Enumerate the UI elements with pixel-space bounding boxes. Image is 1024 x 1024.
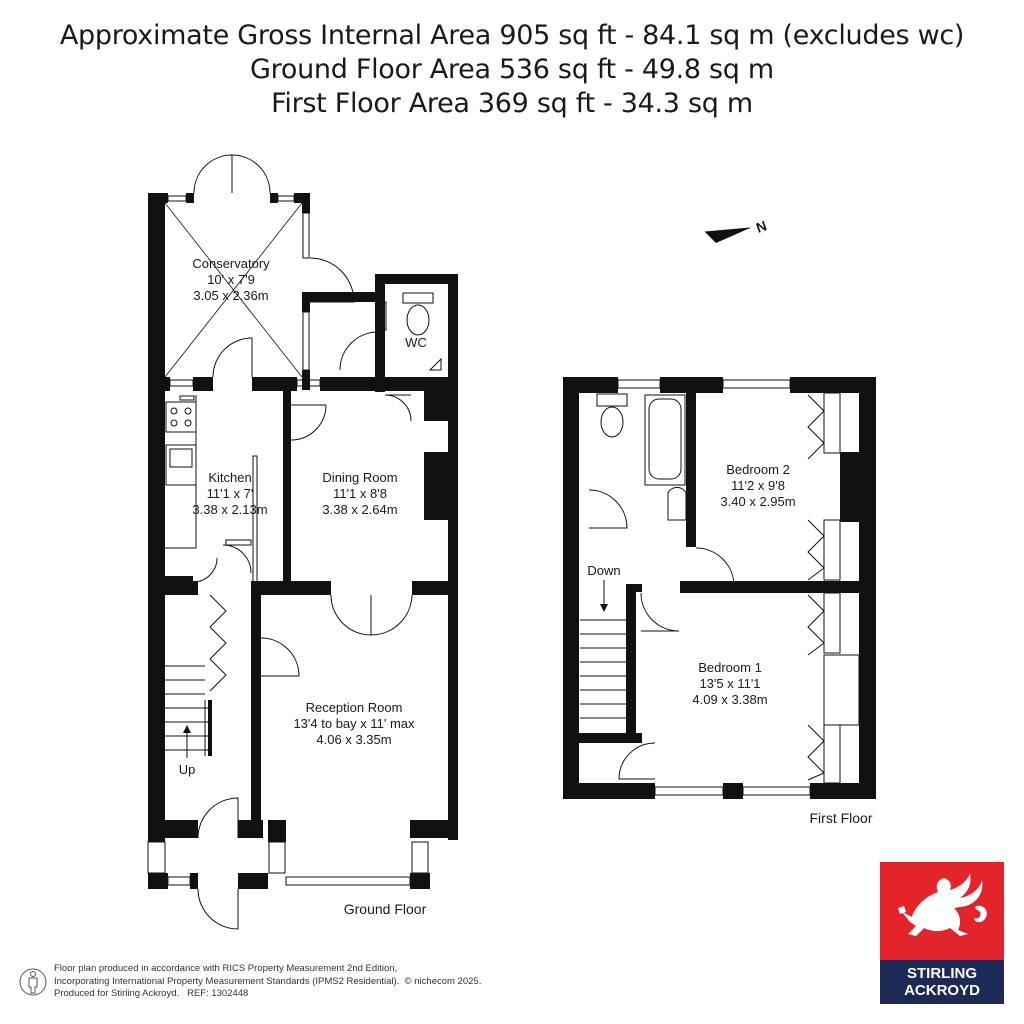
svg-text:Dining Room: Dining Room <box>322 470 397 485</box>
footer-notes: Floor plan produced in accordance with R… <box>54 963 481 1001</box>
bedroom-2-label: Bedroom 2 11'2 x 9'8 3.40 x 2.95m <box>720 462 795 509</box>
kitchen-label: Kitchen 11'1 x 7' 3.38 x 2.13m <box>192 470 267 517</box>
svg-text:13'5 x 11'1: 13'5 x 11'1 <box>699 676 760 691</box>
stairs-up-label: Up <box>179 762 196 777</box>
footer-ref: REF: 1302448 <box>187 988 249 999</box>
logo-navy-panel: STIRLING ACKROYD <box>880 960 1004 1004</box>
footer-line-1: Floor plan produced in accordance with R… <box>54 963 398 974</box>
compass-north-label: N <box>754 217 769 235</box>
svg-text:4.06 x 3.35m: 4.06 x 3.35m <box>316 732 391 747</box>
conservatory-label: Conservatory 10' x 7'9 3.05 x 2.36m <box>192 256 270 303</box>
svg-text:13'4 to bay x 11' max: 13'4 to bay x 11' max <box>293 716 415 731</box>
wall <box>148 193 168 203</box>
svg-text:3.40 x 2.95m: 3.40 x 2.95m <box>720 494 795 509</box>
logo-text-ackroyd: ACKROYD <box>904 982 980 999</box>
first-floor-plan <box>563 377 876 799</box>
first-floor-label: First Floor <box>810 810 873 826</box>
ground-floor-label: Ground Floor <box>344 901 427 917</box>
bedroom-1-label: Bedroom 1 13'5 x 11'1 4.09 x 3.38m <box>692 660 767 707</box>
person-icon <box>19 968 47 996</box>
north-compass: N <box>704 217 769 243</box>
svg-text:3.38 x 2.13m: 3.38 x 2.13m <box>192 502 267 517</box>
compass-arrow-icon <box>705 228 750 243</box>
footer-line-3-row: Produced for Stirling Ackroyd. REF: 1302… <box>54 988 481 1001</box>
footer-copyright: © nichecom 2025. <box>404 975 482 987</box>
stirling-ackroyd-logo: STIRLING ACKROYD <box>880 862 1004 1004</box>
gross-area-heading: Approximate Gross Internal Area 905 sq f… <box>59 20 965 51</box>
ground-floor-area-heading: Ground Floor Area 536 sq ft - 49.8 sq m <box>250 54 774 85</box>
stairs-down-label: Down <box>587 563 620 578</box>
svg-text:11'2 x 9'8: 11'2 x 9'8 <box>731 478 785 493</box>
first-floor-area-heading: First Floor Area 369 sq ft - 34.3 sq m <box>271 88 753 119</box>
svg-text:11'1 x 8'8: 11'1 x 8'8 <box>333 486 387 501</box>
ground-floor-plan <box>147 154 458 930</box>
svg-text:3.05 x 2.36m: 3.05 x 2.36m <box>193 288 268 303</box>
footer-line-3: Produced for Stirling Ackroyd. <box>54 988 180 999</box>
svg-text:11'1 x 7': 11'1 x 7' <box>207 486 254 501</box>
wc-label: WC <box>405 335 427 350</box>
dining-room-label: Dining Room 11'1 x 8'8 3.38 x 2.64m <box>322 470 397 517</box>
svg-text:3.38 x 2.64m: 3.38 x 2.64m <box>322 502 397 517</box>
footer-line-2: Incorporating International Property Mea… <box>54 975 400 987</box>
logo-text-stirling: STIRLING <box>907 965 977 982</box>
wall <box>148 193 165 389</box>
svg-text:Bedroom 2: Bedroom 2 <box>726 462 790 477</box>
griffin-icon <box>898 874 987 936</box>
svg-text:Reception Room: Reception Room <box>306 700 403 715</box>
reception-room-label: Reception Room 13'4 to bay x 11' max 4.0… <box>293 700 415 747</box>
svg-text:Conservatory: Conservatory <box>192 256 270 271</box>
footer-line-2-row: Incorporating International Property Mea… <box>54 976 481 989</box>
svg-text:10' x 7'9: 10' x 7'9 <box>207 272 255 287</box>
svg-text:Bedroom 1: Bedroom 1 <box>698 660 762 675</box>
svg-text:Kitchen: Kitchen <box>208 470 251 485</box>
svg-text:4.09 x 3.38m: 4.09 x 3.38m <box>692 692 767 707</box>
logo-red-panel <box>880 862 1004 960</box>
